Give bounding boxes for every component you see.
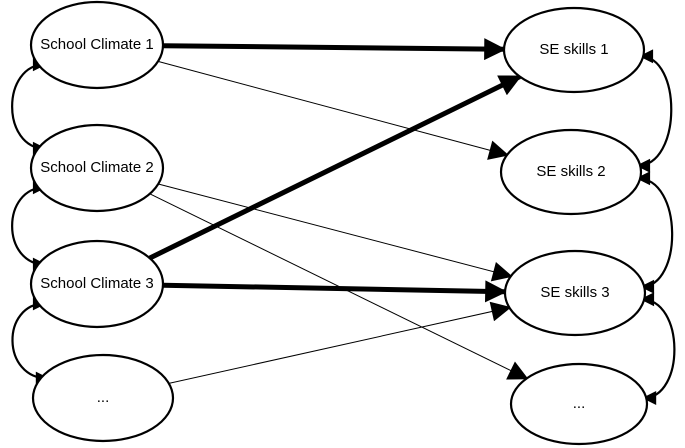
node-label-school-climate-1: School Climate 1 <box>40 36 153 53</box>
node-label-se-skills-more: ... <box>573 395 586 412</box>
covariance-se3-sex <box>640 292 676 405</box>
node-school-climate-1: School Climate 1 <box>29 0 165 90</box>
node-se-skills-2: SE skills 2 <box>499 128 643 216</box>
node-label-school-climate-2: School Climate 2 <box>40 159 153 176</box>
path-sc2-to-se3 <box>158 183 513 282</box>
covariance-sc3-scx <box>11 296 50 386</box>
path-sc1-to-se1 <box>162 38 507 61</box>
node-se-skills-1: SE skills 1 <box>502 6 646 94</box>
nodes: School Climate 1 School Climate 2 School… <box>29 0 649 446</box>
path-scx-to-se3 <box>168 301 512 384</box>
node-label-school-climate-more: ... <box>97 389 110 406</box>
covariance-arcs <box>11 49 676 405</box>
node-school-climate-more: ... <box>31 353 175 443</box>
path-sc1-to-se2 <box>157 60 510 160</box>
node-label-se-skills-1: SE skills 1 <box>539 41 608 58</box>
node-label-school-climate-3: School Climate 3 <box>40 275 153 292</box>
covariance-se2-se3 <box>636 171 674 294</box>
covariance-se1-se2 <box>636 49 673 173</box>
node-school-climate-3: School Climate 3 <box>29 239 165 329</box>
covariance-sc2-sc3 <box>11 180 47 272</box>
covariance-sc1-sc2 <box>11 57 47 156</box>
path-sc3-to-se1 <box>148 74 522 261</box>
node-label-se-skills-3: SE skills 3 <box>540 284 609 301</box>
node-school-climate-2: School Climate 2 <box>29 123 165 213</box>
node-label-se-skills-2: SE skills 2 <box>536 163 605 180</box>
path-sc3-to-se3 <box>162 280 508 303</box>
regression-paths <box>148 38 529 384</box>
node-se-skills-more: ... <box>509 362 649 446</box>
node-se-skills-3: SE skills 3 <box>503 249 647 337</box>
